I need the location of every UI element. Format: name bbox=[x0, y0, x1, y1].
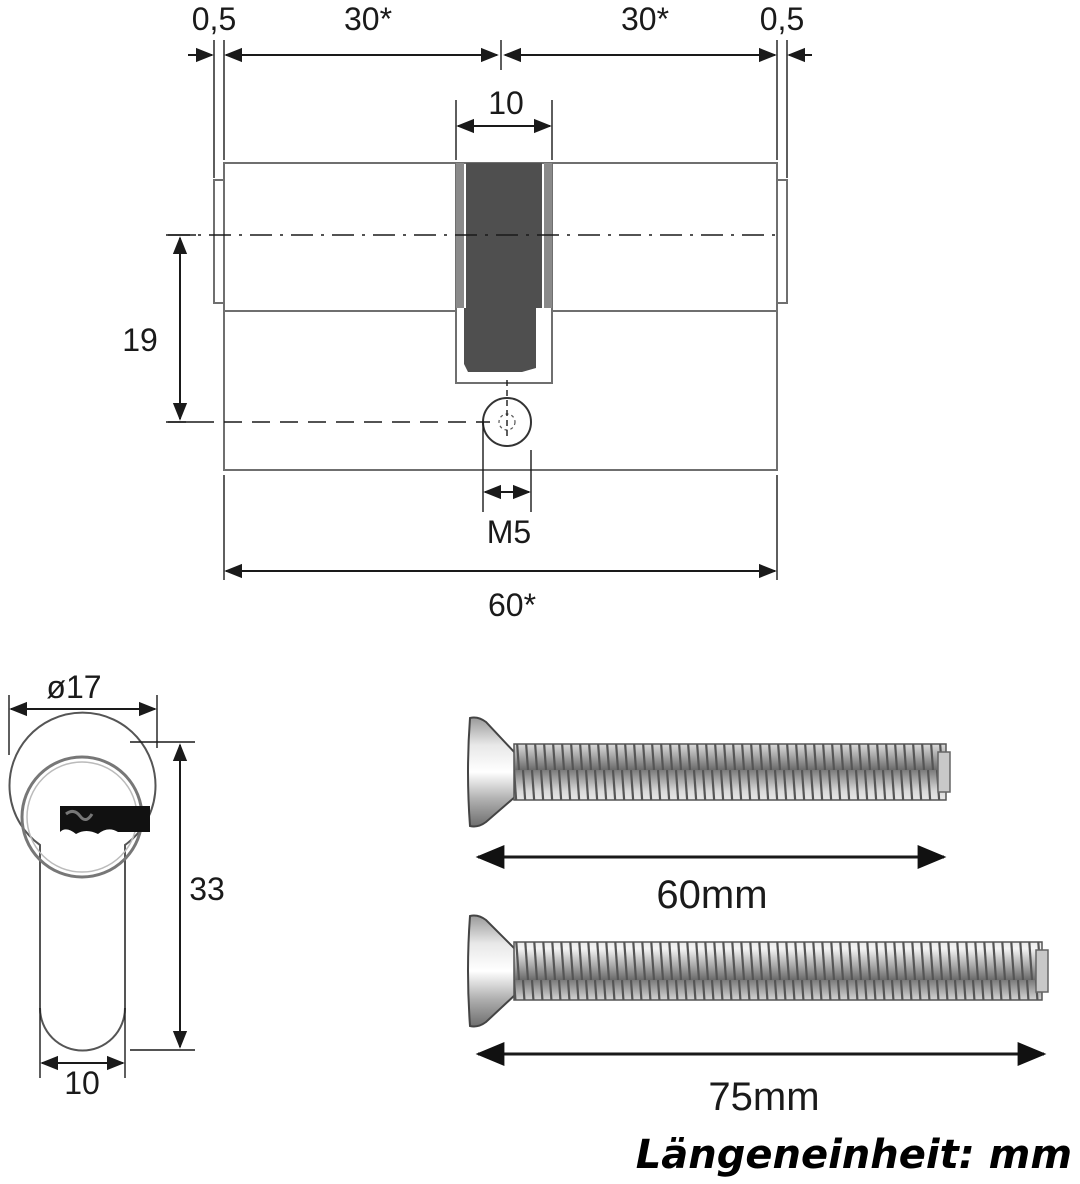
screw-60-length-label: 60mm bbox=[656, 873, 767, 917]
screw-60-head bbox=[467, 716, 517, 828]
dim-right-half-label: 30* bbox=[621, 1, 669, 37]
cylinder-profile-view: ø17 33 10 bbox=[8, 669, 225, 1101]
unit-note: Längeneinheit: mm bbox=[636, 1132, 1072, 1178]
dim-profile-height-label: 33 bbox=[189, 871, 225, 907]
screw-60-thread bbox=[513, 743, 947, 801]
dim-screw-thread-label: M5 bbox=[487, 514, 531, 550]
dim-total-label: 60* bbox=[488, 587, 536, 623]
dim-left-flange-label: 0,5 bbox=[192, 1, 236, 37]
dim-diameter-label: ø17 bbox=[46, 669, 101, 705]
left-flange bbox=[213, 179, 225, 304]
screw-75mm: 75mm bbox=[467, 914, 1049, 1119]
screw-75-head bbox=[467, 914, 517, 1028]
right-flange bbox=[776, 179, 788, 304]
dim-right-flange-label: 0,5 bbox=[760, 1, 804, 37]
screw-60mm: 60mm bbox=[467, 716, 951, 917]
dim-left-half-label: 30* bbox=[344, 1, 392, 37]
profile-outline bbox=[8, 711, 157, 1052]
cam bbox=[464, 163, 542, 372]
keyway bbox=[60, 806, 150, 834]
dim-profile-width-label: 10 bbox=[64, 1065, 100, 1101]
dim-cam-label: 10 bbox=[488, 85, 524, 121]
dim-height-label: 19 bbox=[122, 322, 158, 358]
screw-75-thread bbox=[513, 941, 1043, 1001]
screw-75-length-label: 75mm bbox=[708, 1075, 819, 1119]
cylinder-front-view: 0,5 30* 30* 0,5 10 19 M5 60* bbox=[122, 1, 812, 623]
